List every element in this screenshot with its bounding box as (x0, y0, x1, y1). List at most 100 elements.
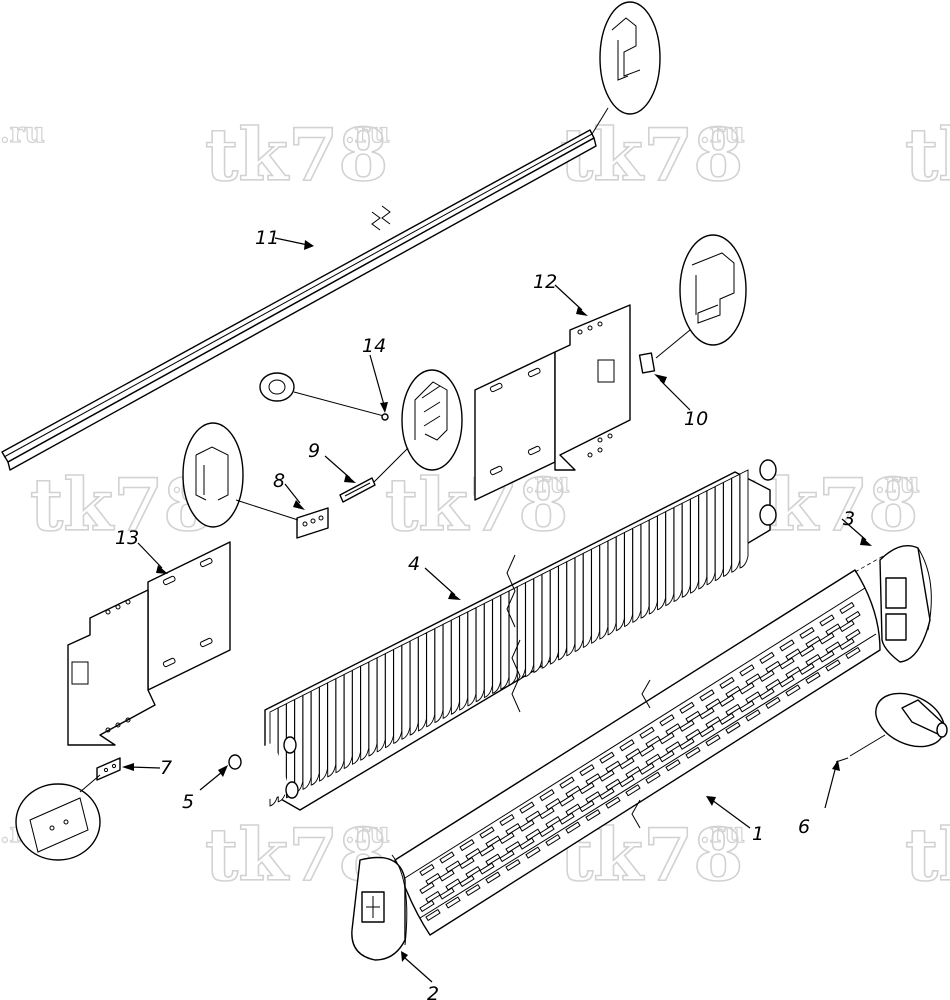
grille-slot (539, 807, 555, 820)
grille-slot (499, 831, 515, 845)
element-fin (525, 577, 535, 678)
grille-slot (485, 853, 501, 866)
grille-slot (725, 721, 741, 734)
grille-slot (459, 874, 475, 888)
grille-slot (419, 899, 435, 913)
grille-slot (625, 784, 641, 797)
grille-slot (439, 869, 455, 882)
element-fin (665, 506, 675, 607)
element-fin (673, 502, 683, 603)
element-fin (393, 644, 403, 744)
grille-slot (739, 682, 755, 695)
grille-slot (705, 716, 721, 729)
element-fin (368, 657, 378, 757)
callout-5: 5 (182, 791, 194, 813)
callout-7: 7 (160, 757, 172, 779)
grille-slot (545, 834, 561, 847)
grille-slot (699, 689, 715, 702)
grille-slot (765, 660, 781, 673)
grille-slot (525, 810, 541, 823)
part-end-cap-left (351, 854, 408, 961)
grille-slot (639, 762, 655, 775)
grille-slot (825, 659, 841, 672)
grille-slot (839, 601, 855, 615)
element-fin (607, 536, 617, 636)
grille-slot (619, 739, 635, 752)
element-fin (360, 661, 370, 761)
grille-slot (519, 837, 535, 850)
grille-slot (425, 908, 441, 922)
grille-slot (805, 671, 821, 685)
element-fin (582, 548, 592, 648)
watermark-bottom-edge: tk78 (904, 811, 950, 898)
element-fin (657, 511, 666, 611)
grille-slot (499, 849, 515, 863)
grille-slot (585, 809, 601, 822)
grille-slot (819, 614, 835, 627)
element-fin (739, 469, 749, 569)
grille-slot (465, 847, 481, 861)
grille-slot (645, 753, 661, 766)
element-fin (384, 648, 394, 749)
grille-slot (605, 778, 621, 791)
part-clip-bar (339, 477, 376, 503)
element-fin (591, 544, 601, 644)
grille-slot (745, 691, 761, 704)
grille-slot (559, 776, 575, 789)
grille-slot (659, 714, 675, 727)
grille-slot (499, 813, 515, 827)
grille-slot (665, 759, 681, 772)
element-fin (492, 594, 502, 694)
callout-leaders (122, 237, 872, 983)
element-fin (319, 682, 328, 782)
svg-text:tk78: tk78 (205, 112, 388, 197)
grille-slot (659, 732, 675, 745)
grille-slot (585, 773, 601, 786)
grille-slot (659, 750, 675, 763)
callout-1: 1 (752, 823, 764, 845)
element-fin (698, 490, 708, 590)
grille-slot (765, 696, 781, 709)
grille-slot (579, 764, 595, 777)
part-end-plate-right (474, 304, 631, 501)
element-u-bend (230, 736, 299, 804)
grille-slot (639, 744, 655, 757)
svg-text:.ru: .ru (345, 816, 390, 849)
grille-slot (679, 701, 695, 714)
grille-slot (685, 710, 701, 723)
grille-slot (705, 734, 721, 747)
svg-text:.ru: .ru (0, 116, 45, 149)
grille-slot (779, 639, 795, 652)
element-fin (302, 690, 312, 790)
grille-slots (419, 601, 861, 922)
element-fin (426, 627, 436, 728)
grille-slot (459, 838, 475, 852)
grille-slot (779, 657, 795, 670)
part-grille-cover (394, 569, 881, 936)
grille-slot (525, 828, 541, 841)
grille-slot (479, 862, 495, 875)
grille-slot (525, 846, 541, 859)
grille-slot (619, 775, 635, 788)
element-fin (417, 632, 427, 732)
watermark-bottom-center: tk78 .ru (204, 811, 390, 898)
element-fin (434, 623, 444, 724)
grille-slot (519, 819, 535, 832)
grille-slot (545, 816, 561, 829)
svg-text:tk78: tk78 (560, 112, 743, 197)
grille-slot (565, 821, 581, 834)
element-fin (541, 569, 551, 669)
dashline-cover-right (854, 554, 886, 573)
grille-slot (739, 700, 755, 713)
grille-slot (785, 666, 801, 679)
grille-slot (439, 851, 455, 864)
grille-slot (465, 865, 481, 879)
element-fin (450, 615, 460, 715)
grille-slot (585, 791, 601, 804)
grille-slot (599, 787, 615, 800)
grille-slot (545, 798, 561, 811)
grille-slot (639, 726, 655, 739)
detail-bubble-bracket (182, 422, 299, 528)
grille-slot (539, 825, 555, 838)
element-fin (615, 531, 625, 632)
